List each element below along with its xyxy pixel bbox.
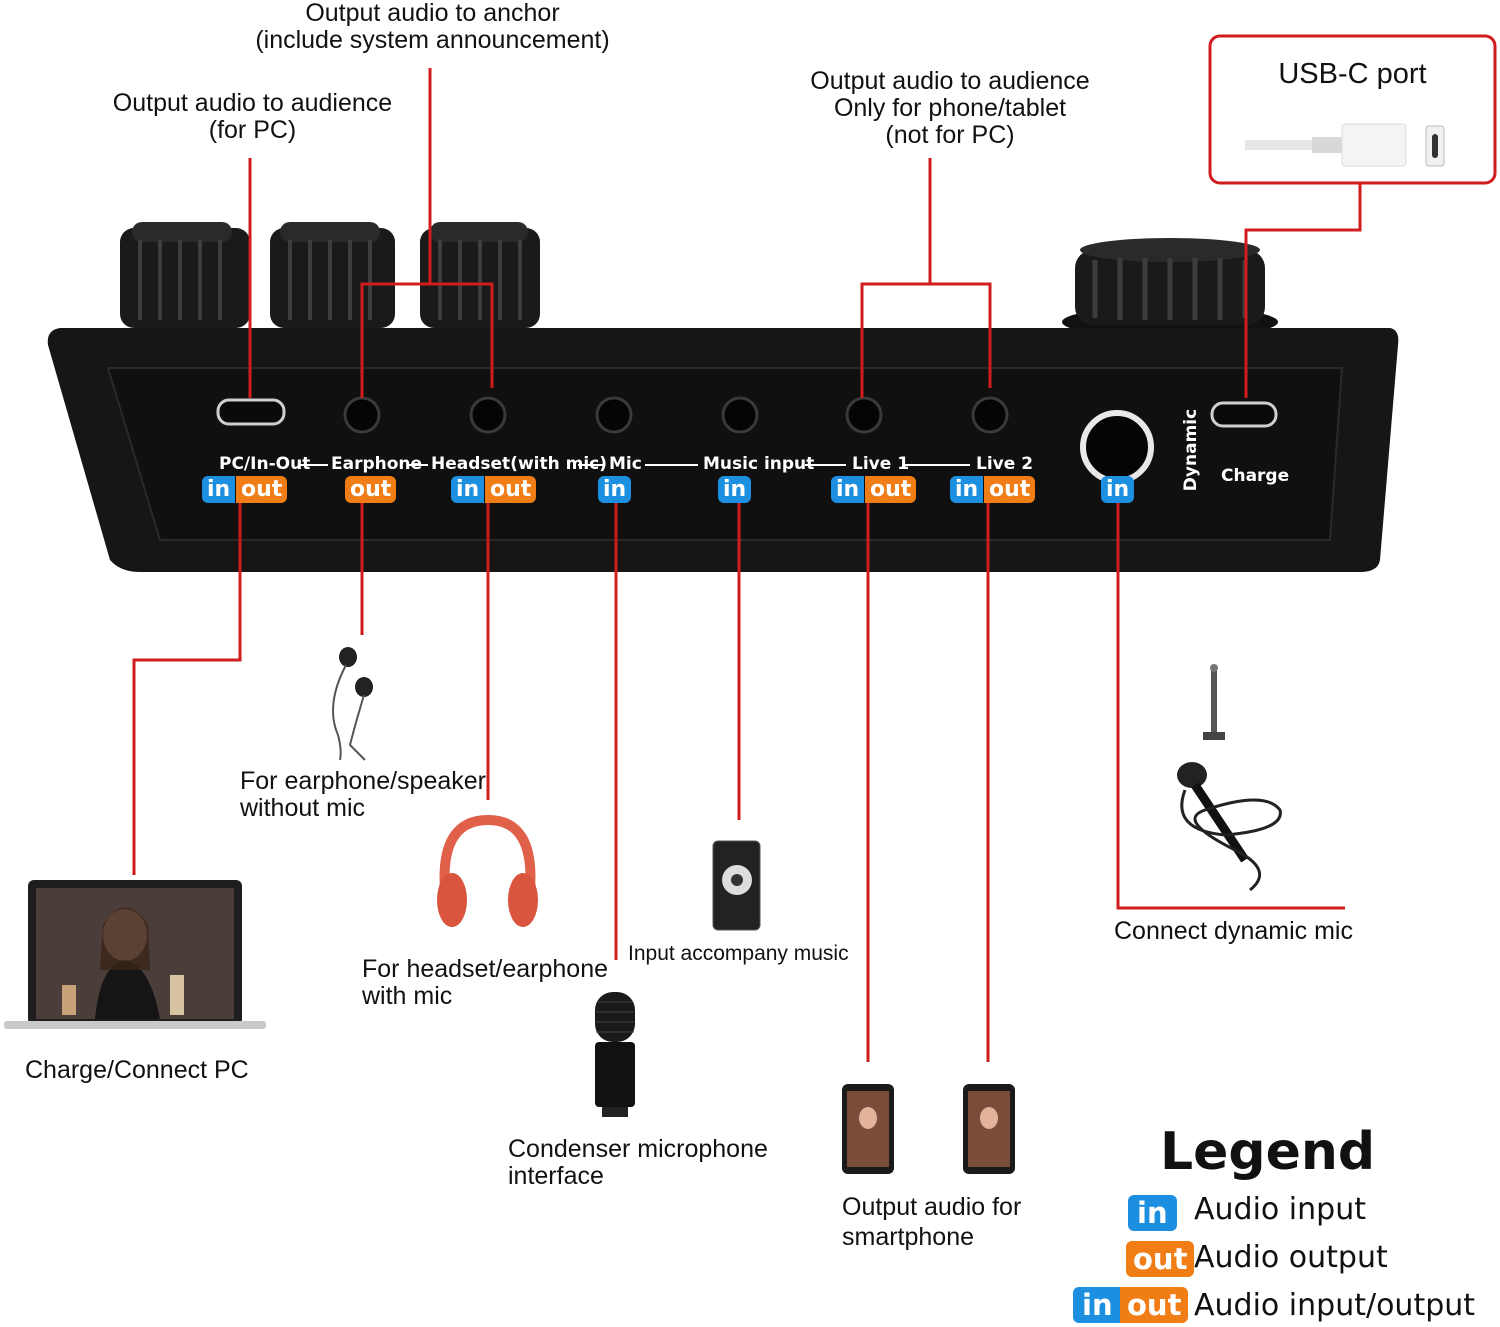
caption-condenser: Condenser microphone interface <box>508 1135 768 1190</box>
knob-3 <box>420 222 540 328</box>
caption-earphone: For earphone/speaker without mic <box>240 767 486 822</box>
jack-mic <box>595 396 633 434</box>
jack-live2 <box>971 396 1009 434</box>
legend-badge-inout-in: in <box>1073 1287 1122 1323</box>
port-label-charge: Charge <box>1221 466 1290 486</box>
port-label-pc: PC/In-Out <box>219 454 311 474</box>
badge-mic-in: in <box>598 476 632 503</box>
badge-music-in: in <box>718 476 752 503</box>
legend-text-inout: Audio input/output <box>1194 1288 1476 1323</box>
badge-live1-in: in <box>831 476 865 503</box>
jack-headset <box>469 396 507 434</box>
wire-usbc <box>1244 184 1362 398</box>
caption-dynamic-mic: Connect dynamic mic <box>1114 917 1353 945</box>
legend-title: Legend <box>1160 1122 1376 1182</box>
usbc-callout-box <box>1208 34 1497 185</box>
callout-usbc: USB-C port <box>1278 58 1427 90</box>
usbc-port-charge <box>1210 401 1278 428</box>
knob-2 <box>270 222 395 328</box>
usbc-port-pc <box>216 398 286 426</box>
port-label-dynamic: Dynamic <box>1181 408 1202 492</box>
legend-badge-inout-out: out <box>1120 1287 1189 1323</box>
badge-headset-out: out <box>485 476 537 503</box>
caption-music: Input accompany music <box>628 942 849 965</box>
badge-live1-out: out <box>865 476 917 503</box>
jack-live1 <box>845 396 883 434</box>
caption-smartphone: Output audio for smartphone <box>842 1193 1022 1251</box>
headset-illustration <box>437 815 538 927</box>
legend-badge-out: out <box>1126 1241 1195 1277</box>
port-label-mic: Mic <box>609 454 642 474</box>
music-player-illustration <box>712 840 761 931</box>
badge-pc-out: out <box>236 476 288 503</box>
condenser-mic-illustration <box>595 992 635 1117</box>
wire-laptop <box>132 503 242 875</box>
callout-audience-pc: Output audio to audience (for PC) <box>112 89 393 144</box>
earphone-illustration <box>332 647 373 761</box>
wire-phone-split <box>860 282 992 398</box>
badge-live2-out: out <box>984 476 1036 503</box>
badge-pc-in: in <box>202 476 236 503</box>
port-label-earphone: Earphone <box>331 454 423 474</box>
port-label-live2: Live 2 <box>976 454 1034 474</box>
usbc-cable-illustration <box>1245 123 1445 167</box>
wire-anchor-split <box>360 282 494 398</box>
port-label-music: Music input <box>703 454 815 474</box>
badge-dynamic-in: in <box>1101 476 1135 503</box>
caption-headset: For headset/earphone with mic <box>362 955 609 1010</box>
callout-anchor: Output audio to anchor (include system a… <box>255 0 610 54</box>
badge-live2-in: in <box>950 476 984 503</box>
jack-music <box>721 396 759 434</box>
legend-badge-in: in <box>1128 1195 1177 1231</box>
smartphones-illustration <box>842 1084 1015 1174</box>
wire-dynamic <box>1116 503 1345 910</box>
port-label-headset: Headset(with mic) <box>431 454 608 474</box>
badge-earphone-out: out <box>345 476 397 503</box>
legend-text-input: Audio input <box>1194 1192 1366 1227</box>
badge-headset-in: in <box>451 476 485 503</box>
port-label-live1: Live 1 <box>852 454 910 474</box>
dynamic-mic-illustration <box>1177 664 1282 892</box>
laptop-illustration <box>4 880 266 1029</box>
legend-text-output: Audio output <box>1194 1240 1388 1275</box>
caption-laptop: Charge/Connect PC <box>25 1056 249 1084</box>
callout-audience-phone: Output audio to audience Only for phone/… <box>810 67 1090 149</box>
knob-1 <box>120 222 250 328</box>
